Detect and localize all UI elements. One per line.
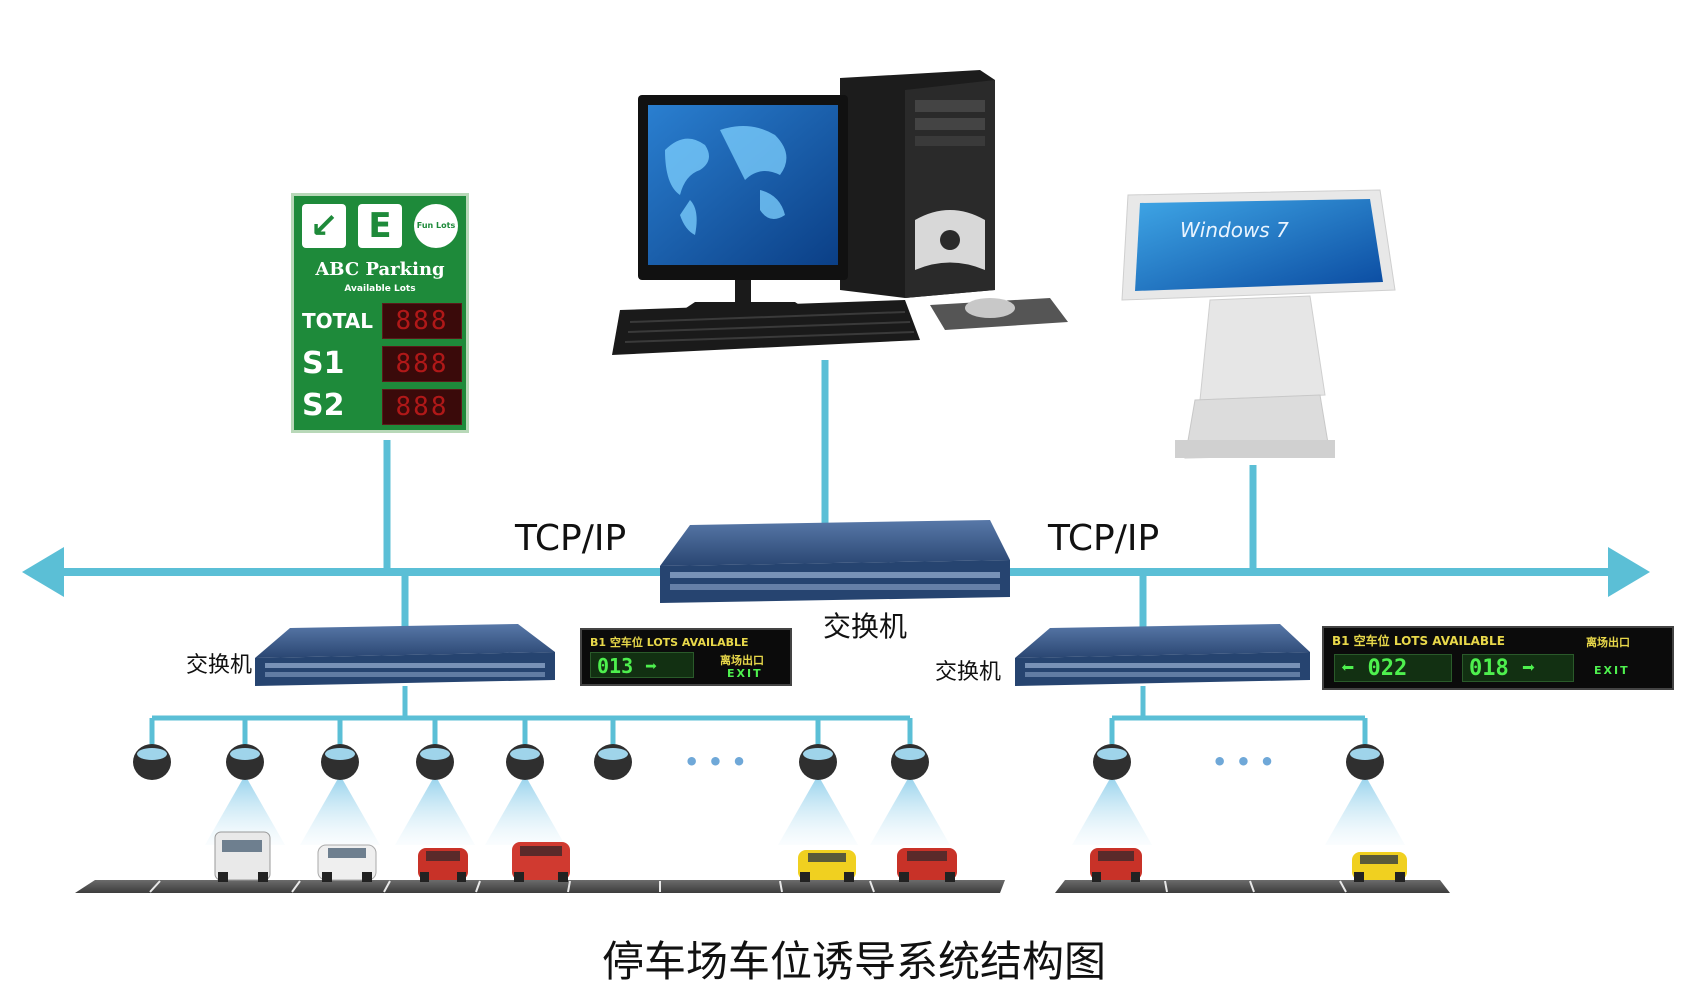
detector-4	[416, 744, 454, 780]
car-red-1	[418, 848, 468, 882]
ellipsis-left: • • •	[684, 748, 747, 776]
arrow-icon: ↙	[302, 204, 346, 248]
car-yellow-1	[798, 850, 856, 882]
detector-9	[1093, 744, 1131, 780]
car-red-4	[1090, 848, 1142, 882]
detector-8	[891, 744, 929, 780]
led-right-top-text: B1 空车位 LOTS AVAILABLE	[1332, 634, 1505, 648]
led-right-exit-en: EXIT	[1594, 664, 1630, 677]
sign-row-value-total: 888	[382, 303, 462, 339]
car-red-3	[897, 848, 957, 882]
sign-title: ABC Parking	[315, 259, 445, 280]
sign-row-label-s1: S1	[302, 346, 345, 381]
right-switch-label: 交换机	[935, 660, 1002, 685]
detector-bus-left	[149, 686, 913, 748]
main-switch-ports	[670, 572, 1000, 590]
parking-ground	[75, 880, 1450, 893]
car-white	[317, 844, 377, 882]
bus-arrow-left	[22, 547, 64, 597]
detector-10	[1346, 744, 1384, 780]
bus-arrow-right	[1608, 547, 1650, 597]
led-guidance-board-right: B1 空车位 LOTS AVAILABLE 离场出口 ⬅ 022 018 ➡ E…	[1322, 626, 1674, 690]
detector-5	[506, 744, 544, 780]
led-right-count-left: 022	[1367, 656, 1408, 681]
diagram-caption: 停车场车位诱导系统结构图	[601, 937, 1106, 986]
tcp-ip-label-left: TCP/IP	[515, 518, 627, 559]
vertical-links	[383, 360, 1257, 630]
main-switch-label: 交换机	[823, 610, 908, 643]
led-right-count-left-box: ⬅ 022	[1334, 654, 1452, 682]
car-white-van	[214, 831, 271, 882]
car-red-2	[512, 842, 570, 882]
tcp-ip-label-right: TCP/IP	[1048, 518, 1160, 559]
left-switch-label: 交换机	[186, 653, 253, 678]
sign-subtitle: Available Lots	[344, 284, 416, 294]
car-yellow-2	[1352, 852, 1407, 882]
left-switch	[255, 624, 555, 686]
kiosk-terminal	[1121, 189, 1396, 459]
detector-3	[321, 744, 359, 780]
detector-bus-right	[1109, 686, 1368, 748]
led-right-count-right: 018	[1469, 656, 1509, 681]
led-right-exit-cn: 离场出口	[1586, 636, 1630, 649]
led-left-count: 013	[597, 654, 634, 678]
right-switch	[1015, 624, 1310, 686]
sign-row-label-total: TOTAL	[302, 309, 373, 333]
led-right-count-right-box: 018 ➡	[1462, 654, 1574, 682]
led-guidance-board-left: B1 空车位 LOTS AVAILABLE 013 ➡ 离场出口 EXIT	[580, 628, 792, 686]
led-left-top-text: B1 空车位 LOTS AVAILABLE	[590, 636, 749, 649]
detector-6	[594, 744, 632, 780]
parked-cars	[214, 831, 1407, 882]
lots-badge-icon: Fun Lots	[414, 204, 458, 248]
sign-row-label-s2: S2	[302, 388, 345, 423]
left-arrow-icon: ⬅	[1341, 656, 1355, 681]
led-left-exit-en: EXIT	[727, 667, 763, 680]
e-letter-icon: E	[358, 204, 402, 248]
desktop-computer	[612, 70, 1068, 355]
kiosk-screen-text: Windows 7	[1180, 218, 1289, 242]
parking-detectors	[133, 744, 1384, 780]
led-left-count-box: 013 ➡	[590, 652, 694, 678]
detector-1	[133, 744, 171, 780]
parking-availability-sign: ↙ E Fun Lots ABC Parking Available Lots …	[291, 193, 469, 433]
sign-row-value-s1: 888	[382, 346, 462, 382]
led-left-exit-cn: 离场出口	[720, 654, 764, 667]
detector-beams	[205, 775, 1405, 845]
sign-row-value-s2: 888	[382, 389, 462, 425]
right-arrow-icon: ➡	[1522, 656, 1536, 681]
detector-7	[799, 744, 837, 780]
ellipsis-right: • • •	[1212, 748, 1275, 776]
right-arrow-icon: ➡	[645, 654, 658, 678]
detector-2	[226, 744, 264, 780]
main-switch	[660, 520, 1010, 603]
